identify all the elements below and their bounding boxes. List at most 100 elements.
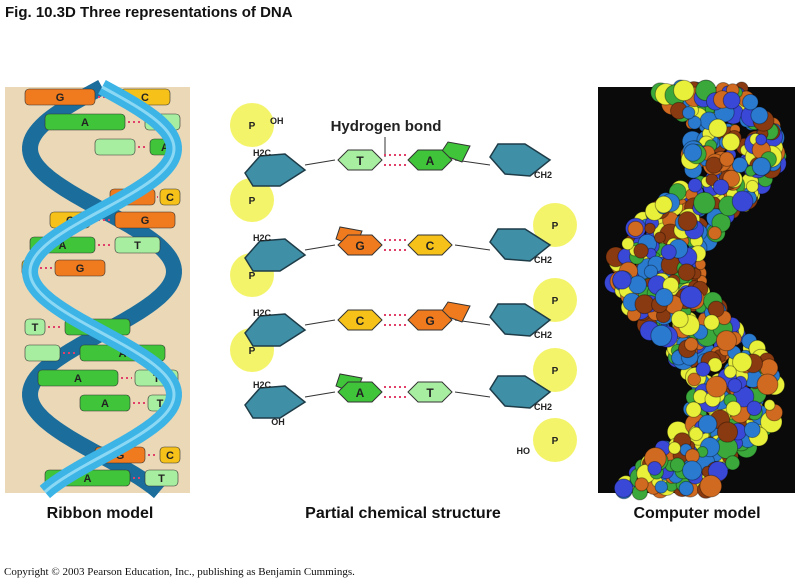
- atom-sphere: [670, 310, 689, 329]
- base-letter: A: [84, 473, 92, 485]
- base-letter: G: [116, 450, 125, 462]
- base-right: [159, 188, 181, 206]
- base-letter: C: [356, 314, 365, 328]
- base-right: [407, 309, 453, 331]
- atom-sphere: [731, 190, 754, 213]
- atom-sphere: [654, 480, 668, 494]
- backbone-strand-back: [22, 79, 182, 499]
- base-left: [24, 318, 46, 336]
- atom-sphere: [722, 91, 741, 110]
- base-left: [337, 149, 383, 171]
- linker-h2c: H2C: [253, 148, 272, 158]
- base-letter: A: [81, 117, 89, 129]
- atom-sphere: [750, 106, 769, 125]
- atom-sphere: [723, 365, 737, 379]
- atom-sphere: [644, 222, 656, 235]
- base-letter: A: [101, 398, 109, 410]
- linker-ch2: CH2: [534, 330, 552, 340]
- atom-sphere: [751, 156, 771, 177]
- atom-sphere: [647, 460, 662, 476]
- atom-sphere: [673, 79, 695, 102]
- base-letter: T: [426, 386, 434, 400]
- phosphate-right: [533, 203, 577, 247]
- atom-sphere: [745, 179, 759, 193]
- base-right: [407, 234, 453, 256]
- atom-sphere: [634, 294, 655, 315]
- hydroxyl-group: OH: [271, 417, 285, 427]
- atom-sphere: [712, 178, 730, 196]
- atom-sphere: [653, 231, 666, 244]
- glycosidic-bond: [304, 319, 336, 326]
- phosphate-atom: P: [249, 271, 256, 282]
- base-left: [337, 381, 383, 403]
- atom-sphere: [727, 378, 743, 393]
- atom-sphere: [695, 361, 711, 377]
- phosphate-atom: P: [552, 221, 559, 232]
- base-letter: A: [356, 386, 365, 400]
- phosphate-atom: P: [552, 436, 559, 447]
- base-letter: G: [425, 314, 434, 328]
- atom-sphere: [685, 401, 702, 418]
- atom-sphere: [756, 373, 779, 396]
- atom-sphere: [682, 460, 703, 481]
- atom-sphere: [705, 156, 723, 174]
- base-ring: [439, 141, 471, 163]
- base-letter: A: [426, 154, 435, 168]
- copyright-notice: Copyright © 2003 Pearson Education, Inc.…: [4, 566, 355, 578]
- atom-sphere: [719, 151, 735, 167]
- phosphate-atom: P: [552, 366, 559, 377]
- phosphate-atom: P: [552, 296, 559, 307]
- atom-sphere: [684, 337, 699, 352]
- base-left: [79, 394, 131, 412]
- atom-sphere: [633, 243, 649, 259]
- atom-sphere: [634, 477, 649, 492]
- linker-ch2: CH2: [534, 402, 552, 412]
- base-left: [24, 88, 96, 106]
- atom-sphere: [715, 330, 738, 352]
- base-left: [337, 309, 383, 331]
- base-letter: T: [153, 373, 160, 385]
- sugar-right: [489, 228, 552, 262]
- phosphate-atom: P: [249, 346, 256, 357]
- base-letter: G: [355, 239, 364, 253]
- glycosidic-bond: [454, 391, 491, 398]
- base-letter: T: [158, 473, 165, 485]
- atom-sphere: [683, 143, 703, 162]
- sugar-left: [244, 238, 307, 272]
- backbone-highlight: [28, 85, 176, 494]
- base-left: [94, 138, 136, 156]
- base-right: [54, 259, 106, 277]
- base-left: [37, 369, 119, 387]
- base-left: [24, 344, 61, 362]
- sugar-left: [244, 385, 307, 419]
- phosphate-right: [533, 348, 577, 392]
- atom-sphere: [746, 400, 763, 416]
- phosphate-atom: P: [249, 121, 256, 132]
- atom-sphere: [660, 243, 677, 261]
- atom-sphere: [708, 118, 728, 138]
- atom-sphere: [703, 314, 720, 331]
- atom-sphere: [731, 156, 748, 174]
- linker-h2c: H2C: [253, 380, 272, 390]
- base-letter: T: [157, 398, 164, 410]
- sugar-left: [244, 313, 307, 347]
- atom-sphere: [621, 237, 635, 251]
- base-letter: A: [119, 348, 127, 360]
- sugar-right: [489, 143, 552, 177]
- atom-sphere: [688, 426, 704, 442]
- base-letter: T: [134, 240, 141, 252]
- base-letter: A: [74, 373, 82, 385]
- base-left: [337, 234, 383, 256]
- hydroxyl-group: HO: [517, 446, 531, 456]
- ribbon-model-label: Ribbon model: [46, 505, 154, 522]
- atom-sphere: [755, 133, 768, 146]
- glycosidic-bond: [304, 391, 336, 398]
- atom-sphere: [612, 270, 632, 290]
- linker-ch2: CH2: [534, 255, 552, 265]
- phosphate-left: [230, 103, 274, 147]
- base-right: [407, 149, 453, 171]
- atom-sphere: [677, 211, 698, 231]
